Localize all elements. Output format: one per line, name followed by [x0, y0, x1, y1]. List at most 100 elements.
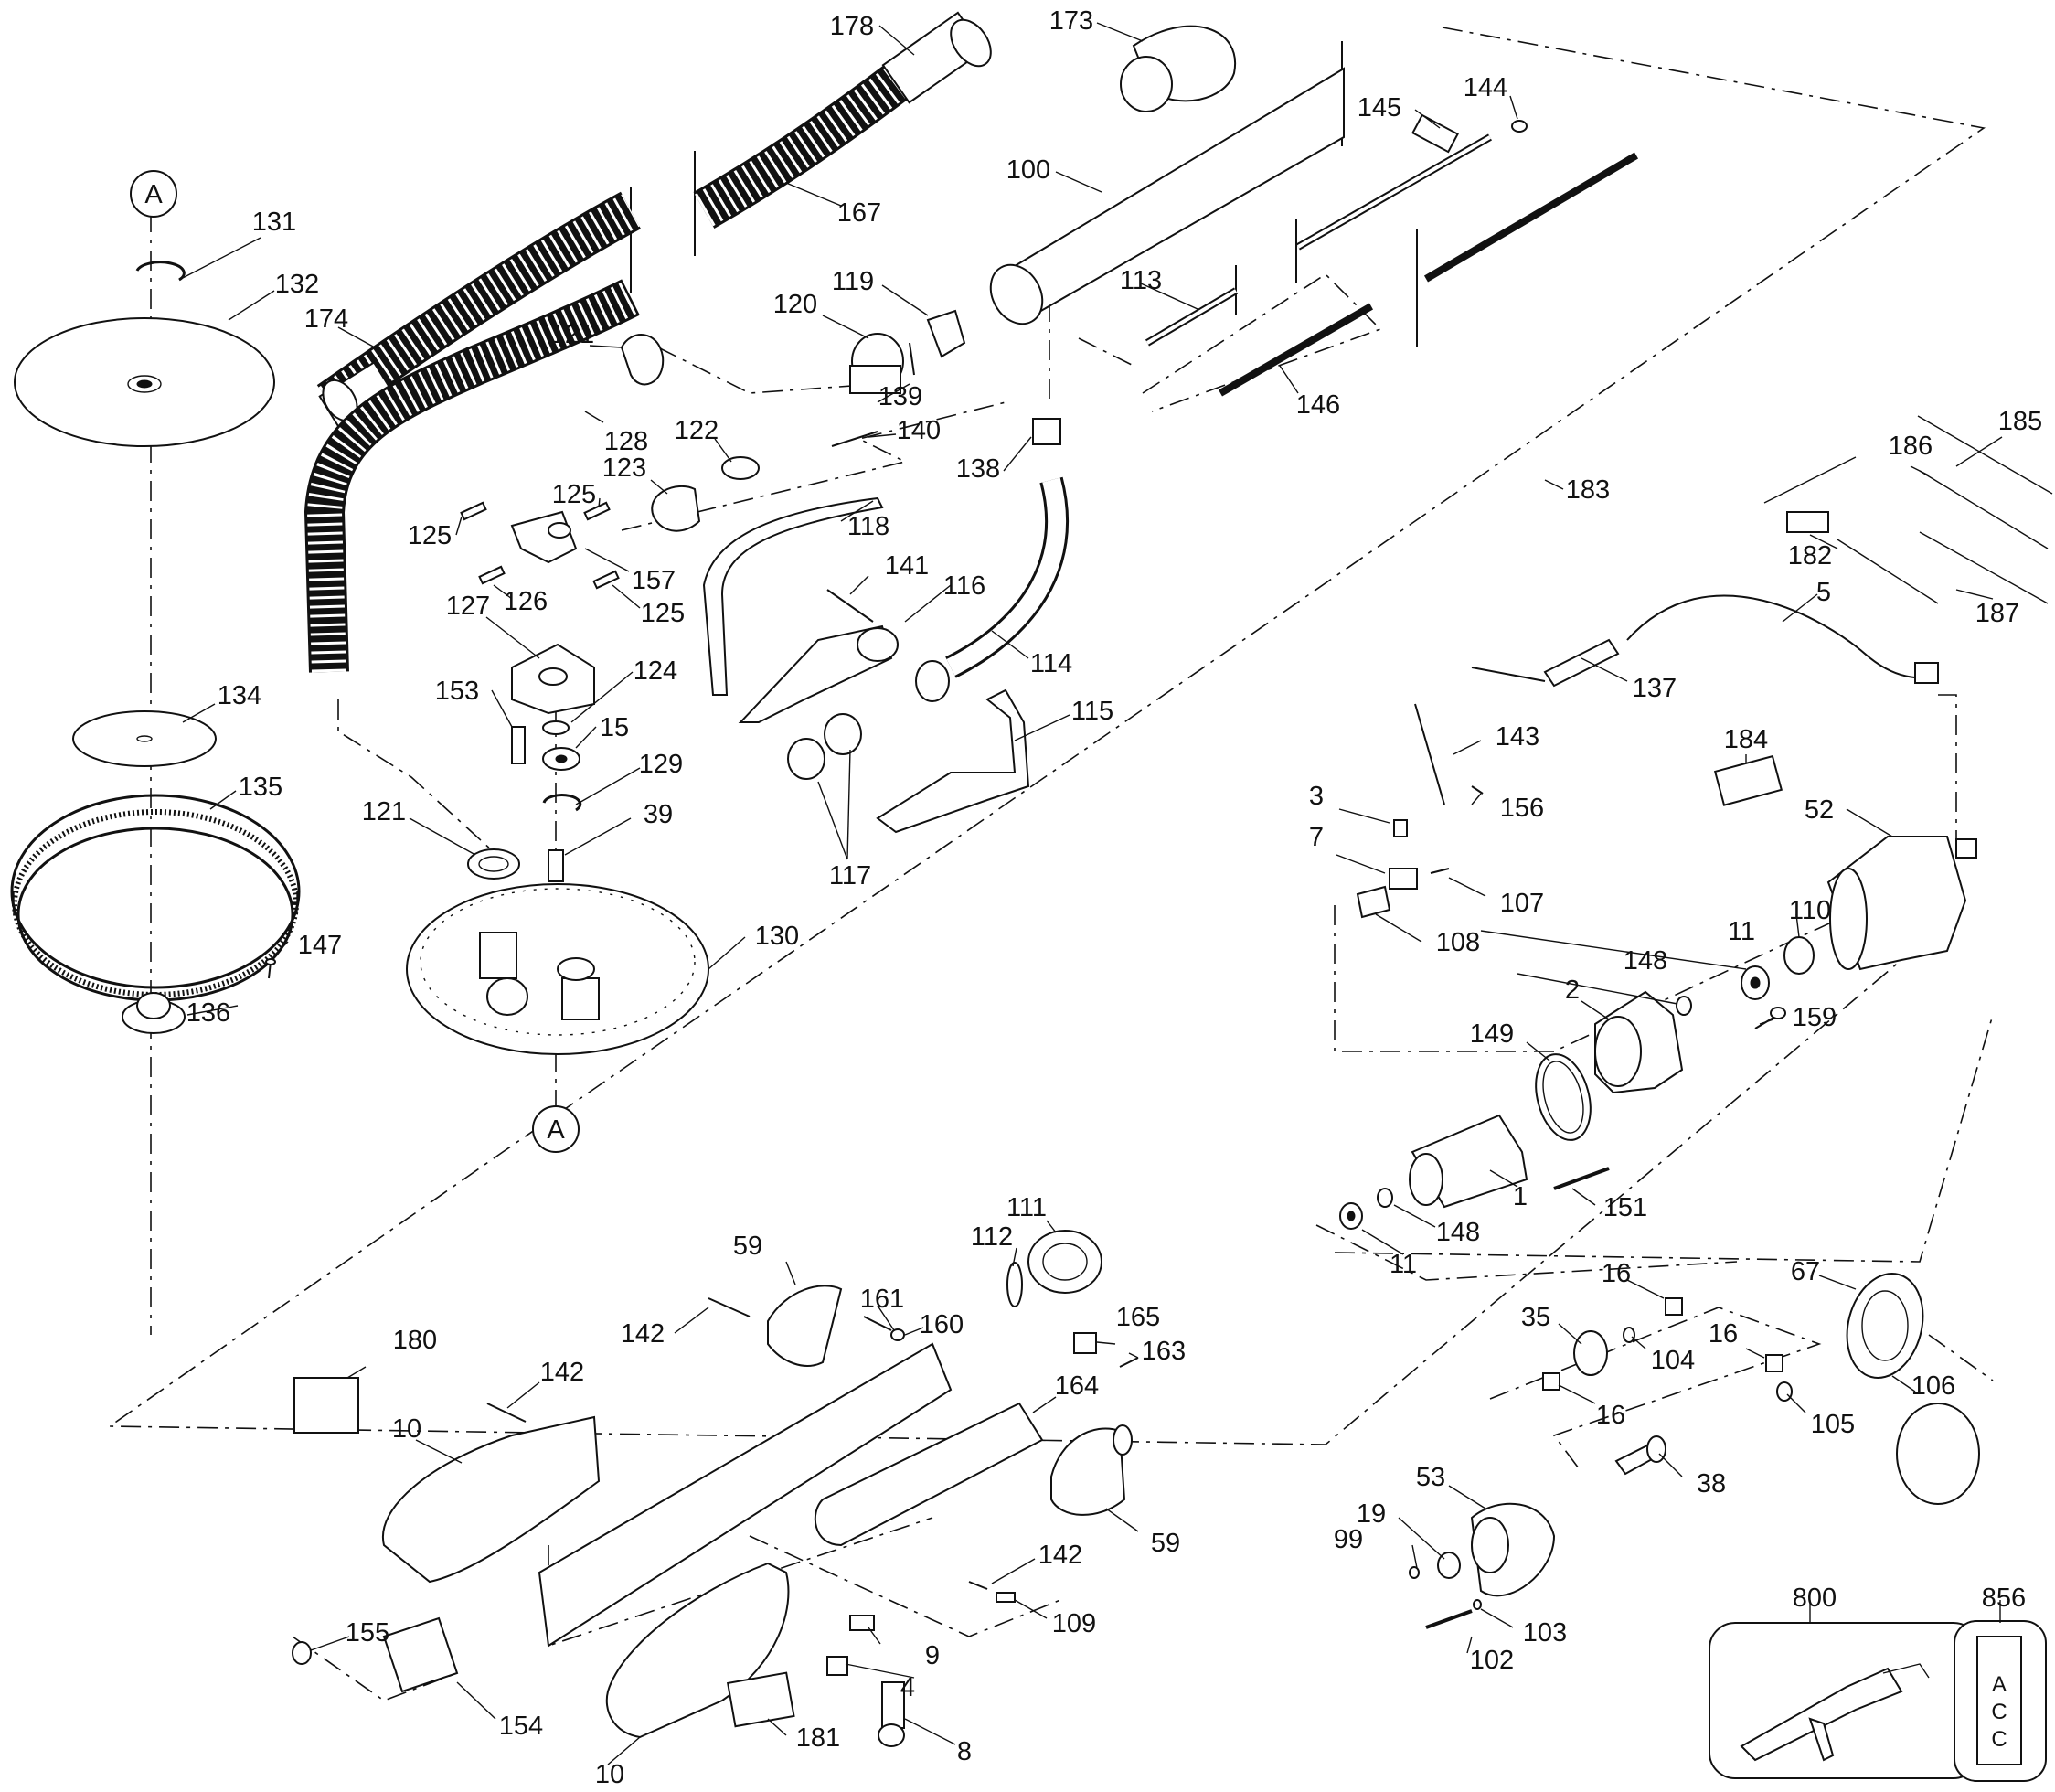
callout-label: 187: [1975, 599, 2019, 628]
acc-letter: C: [1991, 1727, 2007, 1752]
callout-label: 142: [621, 1319, 665, 1349]
callout-label: 125: [408, 521, 452, 550]
callout-label: 118: [847, 512, 889, 541]
callout-label: 102: [1470, 1646, 1514, 1675]
plate-122: [721, 456, 760, 480]
gasket-106: [1896, 1403, 1980, 1505]
callout-label: 3: [1309, 782, 1324, 811]
callout-label: 184: [1724, 725, 1768, 754]
clamp-121-lower: [467, 848, 520, 880]
guide-line-cord: [1938, 694, 1957, 859]
callout-label: 138: [956, 454, 1000, 484]
callout-label: 178: [830, 12, 874, 41]
guard-59-lower: [1050, 1424, 1133, 1516]
callout-label: 127: [446, 592, 490, 621]
wires-185-187: [1763, 415, 2053, 604]
ring-155: [292, 1641, 312, 1665]
bracket-157: [510, 510, 578, 564]
callout-label: 124: [634, 656, 677, 686]
tube-100: [989, 67, 1345, 325]
bellows-123: [651, 485, 701, 532]
filter-138: [1032, 418, 1061, 445]
stator-2: [1594, 990, 1684, 1094]
callout-label: 123: [602, 453, 646, 483]
screw-147: [265, 958, 276, 979]
gear-35: [1573, 1330, 1608, 1376]
clamp-121: [620, 334, 665, 386]
tube-handle: [538, 1342, 953, 1648]
callout-labels: 178 173 145 144 100 167 131 132 174 119 …: [186, 6, 2042, 1789]
callout-label: 148: [1436, 1218, 1480, 1247]
callout-label: 121: [362, 797, 406, 827]
washer-124: [542, 720, 570, 735]
cord-protector-137: [1471, 638, 1620, 688]
brush-3: [1393, 819, 1408, 837]
pin-125-c: [592, 570, 620, 590]
callout-label: 180: [393, 1326, 437, 1355]
callout-label: 139: [878, 382, 922, 411]
washer-144: [1511, 120, 1528, 133]
acc-letter: C: [1991, 1700, 2007, 1724]
housing-half-10-lower: [605, 1562, 790, 1739]
screw-140: [831, 431, 878, 447]
guide-line-gears: [1489, 1307, 1822, 1473]
guide-line-motor: [1334, 868, 1948, 1052]
hose-114: [915, 476, 1070, 702]
screw-161: [863, 1316, 892, 1331]
guide-line-100: [1078, 337, 1134, 367]
screw-141: [826, 589, 874, 623]
screw-102: [1425, 1609, 1473, 1629]
callout-label: 163: [1142, 1337, 1186, 1366]
leader-lines: [178, 22, 2003, 1765]
callout-label: 174: [304, 304, 348, 334]
block-154: [382, 1616, 459, 1693]
callout-label: 10: [392, 1414, 421, 1444]
callout-label: 173: [1049, 6, 1093, 36]
rings-117: [787, 713, 862, 780]
callout-label: 4: [900, 1673, 915, 1702]
bushing-16-b: [1765, 1354, 1783, 1372]
rod-113-upper: [1296, 133, 1492, 251]
retaining-ring-131: [135, 261, 186, 282]
callout-label: 16: [1602, 1259, 1631, 1288]
guide-line-154: [292, 1636, 458, 1701]
washer-99: [1409, 1566, 1420, 1579]
callout-label: 106: [1911, 1371, 1955, 1401]
screw-142-a: [708, 1297, 751, 1317]
cord-5: [1626, 594, 1939, 684]
callout-label: 2: [1565, 976, 1580, 1005]
callout-label: 182: [1788, 541, 1832, 571]
accessory-box-856: [1954, 1620, 2047, 1782]
callout-label: 856: [1982, 1584, 2026, 1613]
hose-174: [316, 191, 642, 429]
callout-label: 99: [1334, 1525, 1363, 1554]
callout-label: 107: [1500, 889, 1544, 918]
nut-111: [1028, 1230, 1102, 1294]
callout-label: 113: [1120, 266, 1162, 295]
pipe-118: [702, 496, 884, 696]
callout-label: 130: [755, 922, 799, 951]
callout-label: 147: [298, 931, 342, 960]
plate-108: [1356, 885, 1391, 919]
callout-label: 35: [1521, 1303, 1550, 1332]
guide-line-armature: [1315, 1224, 1738, 1281]
acc-letter: A: [1992, 1672, 2007, 1697]
gear-39: [548, 849, 564, 882]
guide-line-switch: [749, 1535, 1061, 1637]
callout-label: 11: [1390, 1250, 1417, 1279]
adapter-173: [1120, 25, 1237, 112]
washer-103: [1473, 1599, 1482, 1610]
circle-marker-label: A: [547, 1115, 565, 1145]
callout-label: 186: [1889, 432, 1933, 461]
callout-label: 16: [1596, 1401, 1625, 1430]
ring-148-lower: [1377, 1188, 1393, 1208]
callout-label: 142: [1038, 1541, 1082, 1570]
callout-label: 131: [252, 208, 296, 237]
callout-label: 117: [829, 861, 871, 891]
sanding-pad-132: [14, 317, 275, 447]
callout-label: 148: [1624, 946, 1667, 976]
callout-label: 126: [504, 587, 548, 616]
callout-label: 105: [1811, 1410, 1855, 1439]
callout-label: 132: [275, 270, 319, 299]
label-180: [293, 1377, 359, 1434]
